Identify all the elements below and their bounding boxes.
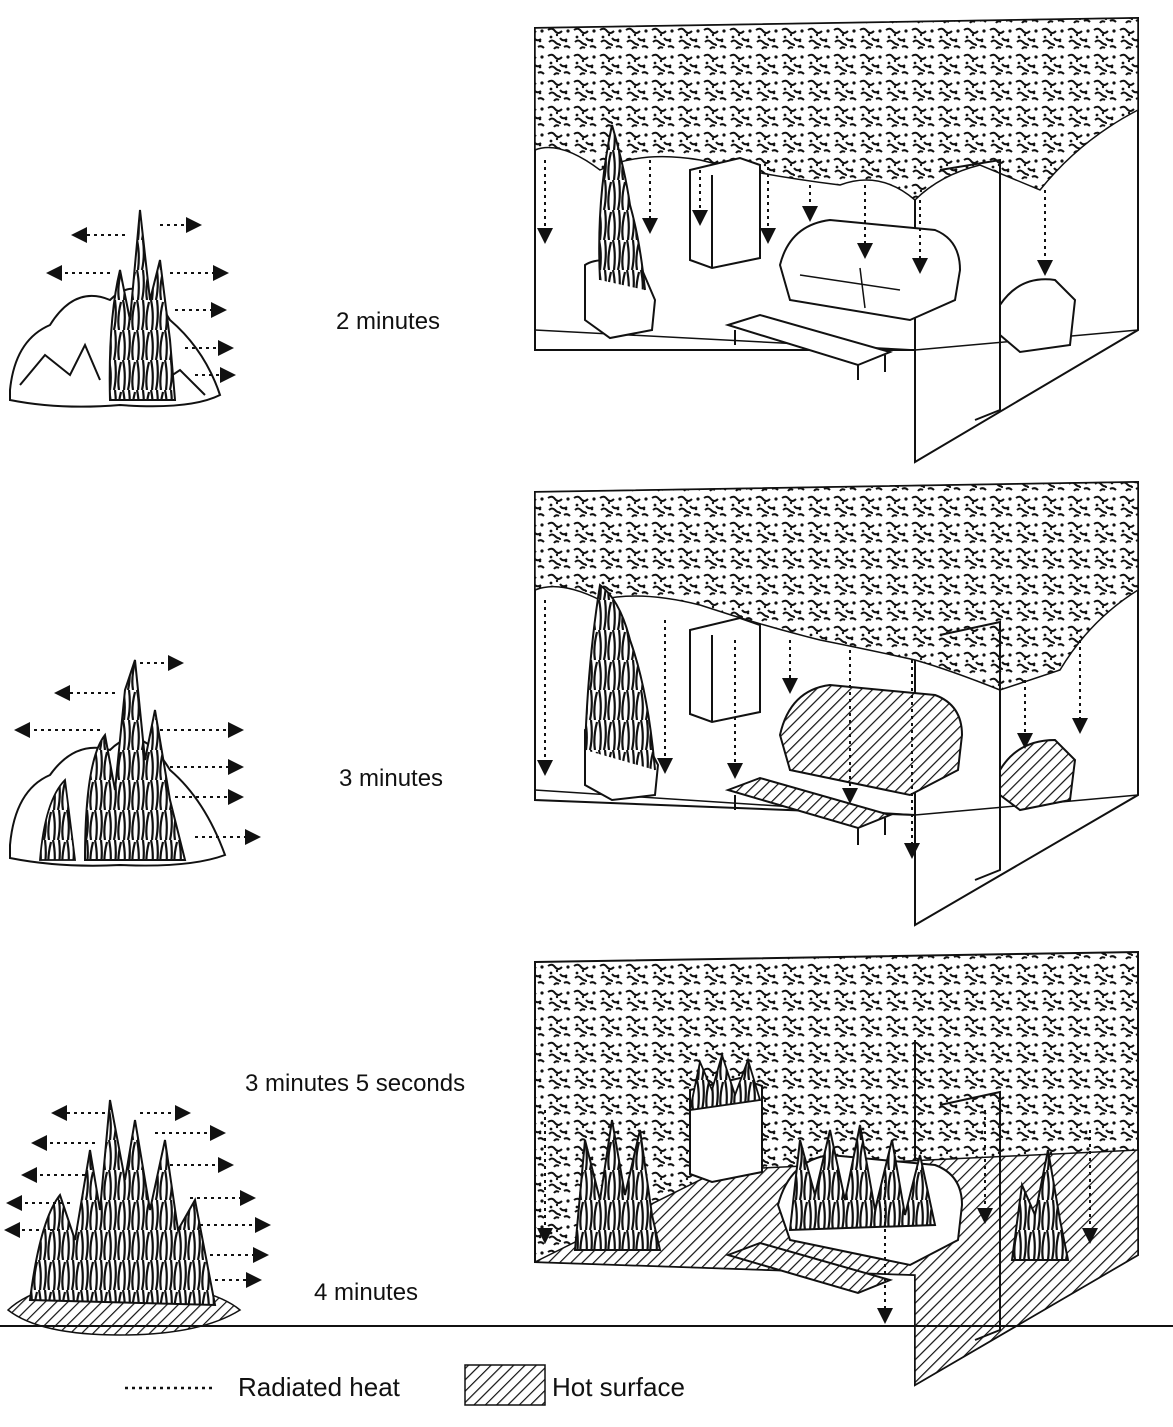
fire-pile-stage-3: [4, 1099, 271, 1336]
fire-pile-stage-2: [9, 655, 261, 867]
hot-surface-swatch: [464, 1364, 546, 1406]
time-label-stage-1: 2 minutes: [336, 308, 441, 335]
legend-radiated-heat: Radiated heat: [238, 1372, 400, 1402]
room-stage-3: [534, 950, 1139, 1387]
time-label-stage-3: 3 minutes 5 seconds: [245, 1070, 466, 1097]
time-label-stage-2: 3 minutes: [339, 765, 444, 792]
room-stage-2: [534, 480, 1139, 927]
room-stage-1: [534, 16, 1139, 464]
legend-hot-surface: Hot surface: [552, 1372, 685, 1402]
time-label-stage-4: 4 minutes: [314, 1279, 419, 1306]
fire-pile-stage-1: [9, 209, 236, 408]
